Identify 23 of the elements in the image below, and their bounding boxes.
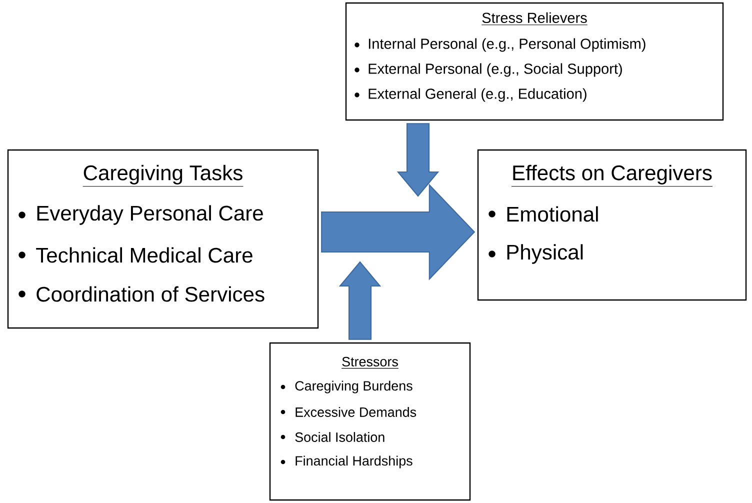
bullet-item: Caregiving Burdens — [295, 380, 412, 394]
box-heading: Caregiving Tasks — [82, 164, 244, 187]
bullet-item: Physical — [507, 244, 583, 264]
text-box — [345, 2, 724, 121]
text-box — [269, 342, 471, 501]
text-box — [477, 149, 747, 301]
block-arrow — [396, 123, 440, 197]
bullet-item: Technical Medical Care — [36, 247, 252, 263]
bullet-item: Internal Personal (e.g., Personal Optimism) — [368, 38, 646, 52]
box-heading: Stress Relievers — [481, 12, 588, 26]
bullet-item: Coordination of Services — [36, 286, 264, 302]
bullet-item: Everyday Personal Care — [37, 205, 263, 225]
box-heading: Stressors — [341, 356, 399, 369]
block-arrow — [321, 184, 476, 280]
block-arrow — [338, 261, 382, 340]
bullet-item: Social Isolation — [295, 432, 384, 442]
bullet-item: Financial Hardships — [296, 456, 412, 468]
box-heading: Effects on Caregivers — [511, 164, 713, 187]
text-box — [7, 149, 319, 329]
bullet-item: Emotional — [507, 206, 598, 222]
bullet-item: External General (e.g., Education) — [368, 88, 586, 102]
bullet-item: External Personal (e.g., Social Support) — [368, 63, 622, 77]
bullet-item: Excessive Demands — [296, 407, 416, 417]
